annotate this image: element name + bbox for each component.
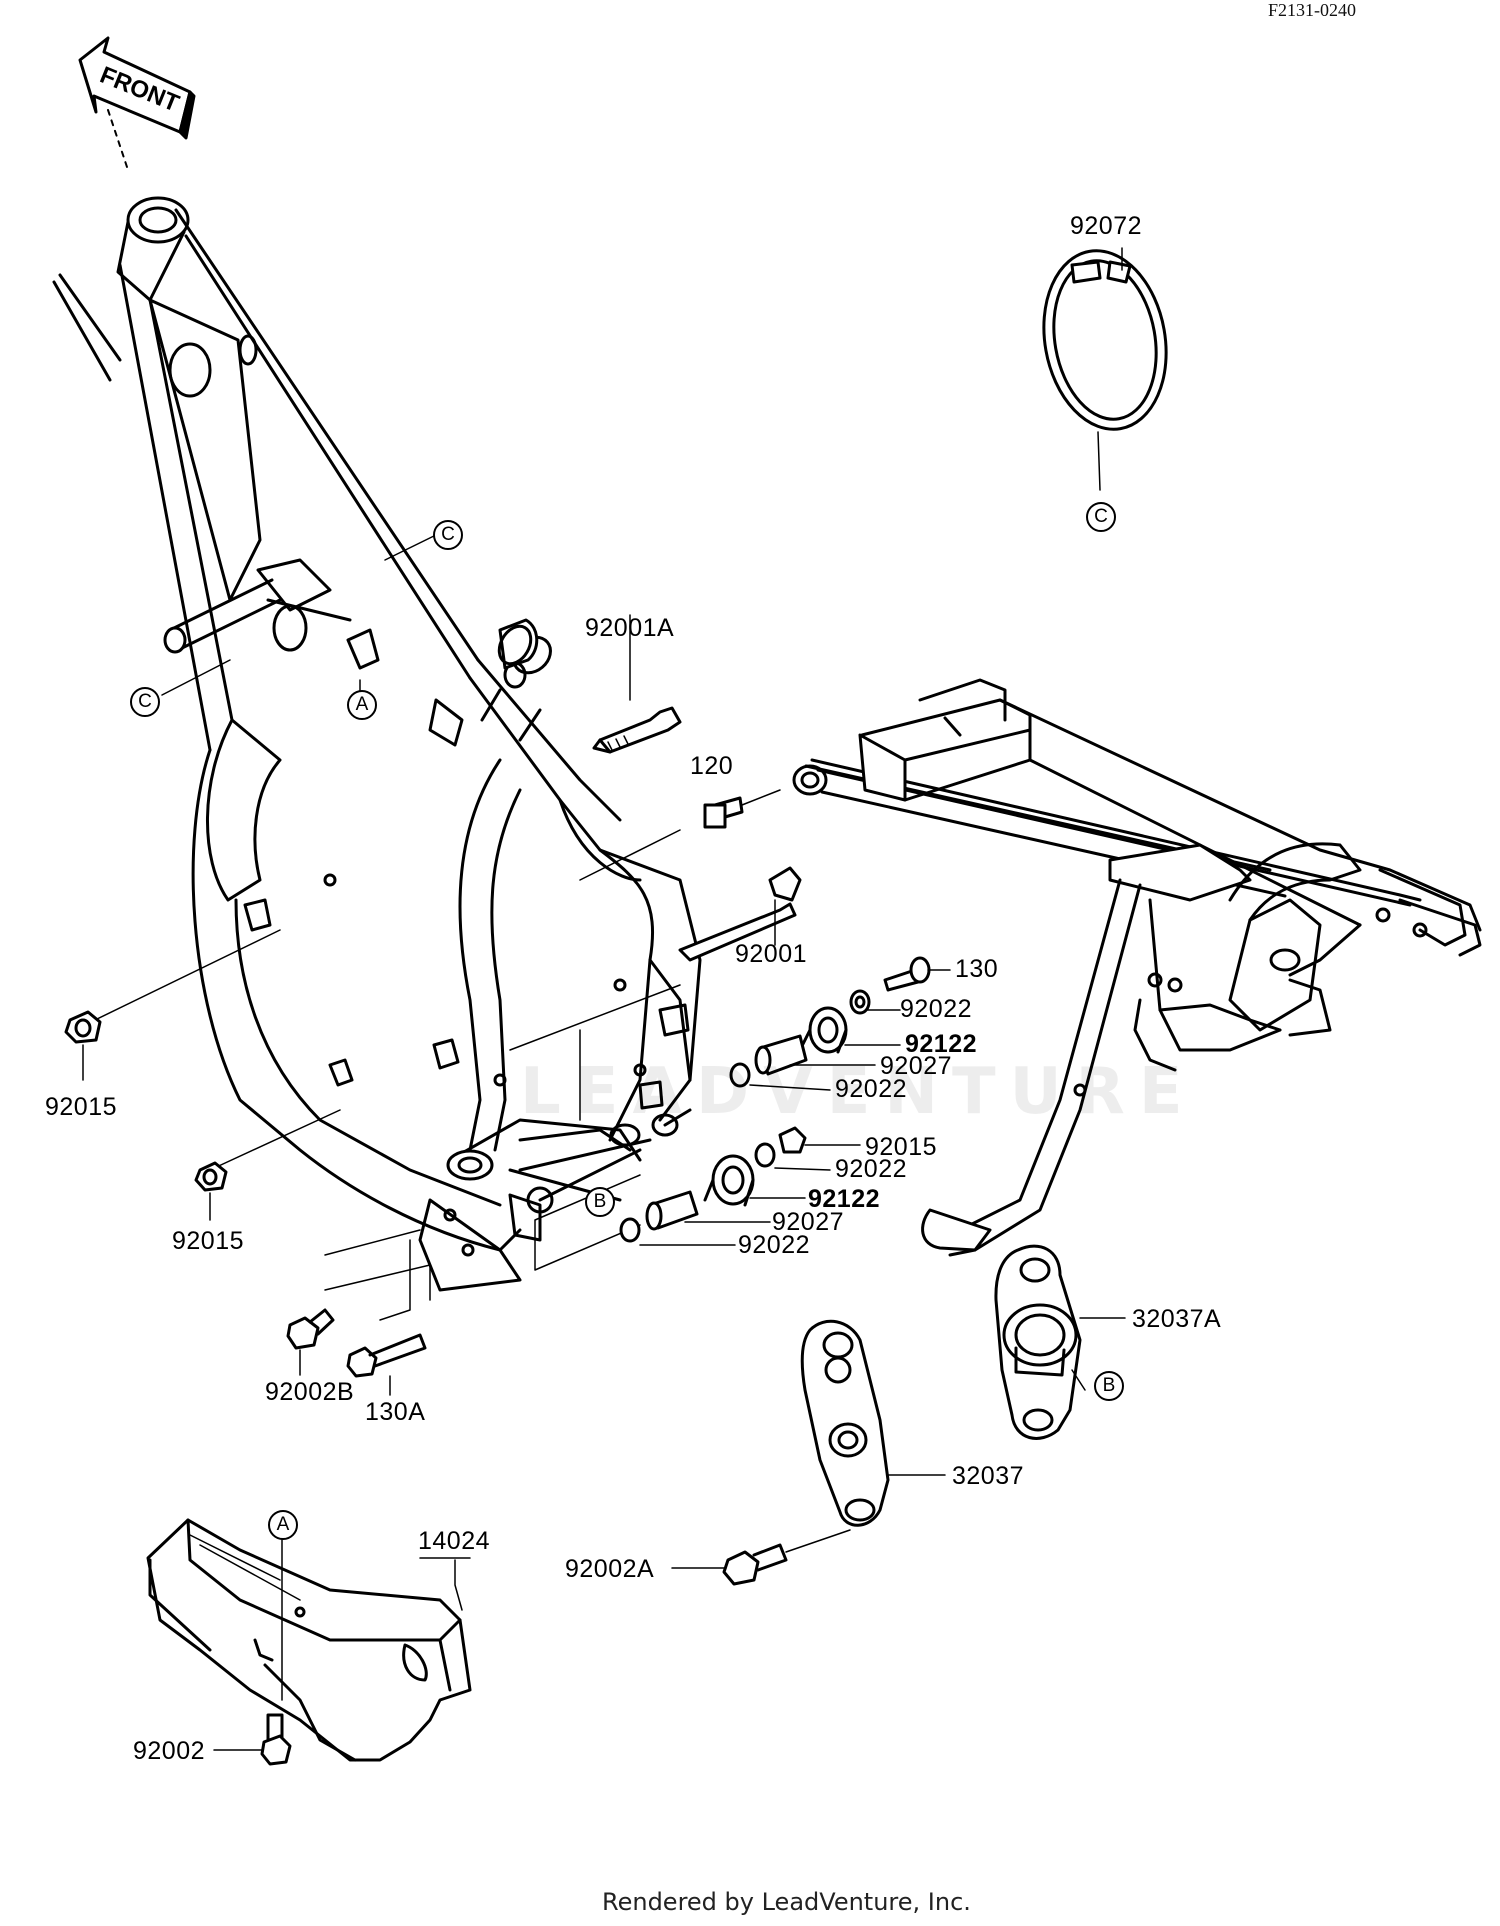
part-label-14024: 14024 (418, 1527, 491, 1555)
bushing-92122-a (798, 1006, 901, 1054)
nut-92015-mid (194, 1161, 228, 1221)
part-label-92027-b: 92027 (772, 1208, 845, 1236)
part-label-120: 120 (690, 752, 734, 780)
part-label-32037: 32037 (952, 1462, 1025, 1490)
marker-c-frame-left: C (130, 687, 160, 717)
part-label-130A: 130A (365, 1398, 426, 1426)
marker-a-frame: A (347, 690, 377, 720)
part-label-92022-b: 92022 (835, 1075, 908, 1103)
bushing-92122-b (703, 1154, 806, 1207)
nut-92015-right (778, 1126, 861, 1154)
washer-92022-a (849, 989, 871, 1015)
washer-92022-d (619, 1217, 641, 1243)
bolt-92002B (286, 1308, 335, 1376)
part-label-92122-b: 92122 (808, 1185, 881, 1213)
part-label-92015-mid: 92015 (172, 1227, 245, 1255)
part-label-92027-a: 92027 (880, 1052, 953, 1080)
part-label-92022-c: 92022 (835, 1155, 908, 1183)
part-label-92001A: 92001A (585, 614, 675, 642)
main-frame (52, 196, 702, 1292)
bolt-92002A (671, 1529, 851, 1586)
part-label-32037A: 32037A (1132, 1305, 1222, 1333)
marker-c-ring: C (1086, 502, 1116, 532)
bolt-92001 (678, 866, 802, 962)
part-label-92001: 92001 (735, 940, 808, 968)
marker-b-plate: B (1094, 1371, 1124, 1401)
washer-92022-b (729, 1062, 751, 1088)
marker-b-frame: B (585, 1187, 615, 1217)
footer-credit: Rendered by LeadVenture, Inc. (602, 1888, 971, 1916)
watermark: LEADVENTURE (520, 1055, 1197, 1129)
part-label-92122-a: 92122 (905, 1030, 978, 1058)
part-label-130: 130 (955, 955, 999, 983)
front-arrow-icon (78, 36, 196, 171)
washer-92022-c (754, 1142, 776, 1168)
clamp-ring-92072 (1042, 247, 1168, 491)
part-label-92022-d: 92022 (738, 1231, 811, 1259)
guard-14024 (146, 1518, 472, 1762)
bolt-130A (346, 1333, 427, 1396)
collar-92027-a (754, 1034, 876, 1076)
bolt-120 (703, 789, 781, 829)
part-label-92002A: 92002A (565, 1555, 655, 1583)
part-label-92022-a: 92022 (900, 995, 973, 1023)
subframe-assembly (792, 678, 1482, 1257)
part-label-92002: 92002 (133, 1737, 206, 1765)
part-label-92002B: 92002B (265, 1378, 355, 1406)
part-label-92015-right: 92015 (865, 1133, 938, 1161)
marker-a-guard: A (268, 1510, 298, 1540)
plate-32037 (800, 1319, 946, 1527)
nut-92015-left (64, 1010, 102, 1081)
part-label-92072: 92072 (1070, 212, 1143, 240)
diagram-code: F2131-0240 (1268, 0, 1357, 20)
marker-c-frame-top: C (433, 520, 463, 550)
part-label-92015-left: 92015 (45, 1093, 118, 1121)
bolt-92001A (592, 614, 682, 754)
plate-32037A (994, 1244, 1126, 1440)
bolt-130 (883, 956, 951, 992)
collar-92027-b (645, 1190, 771, 1231)
bolt-92002 (213, 1539, 292, 1766)
